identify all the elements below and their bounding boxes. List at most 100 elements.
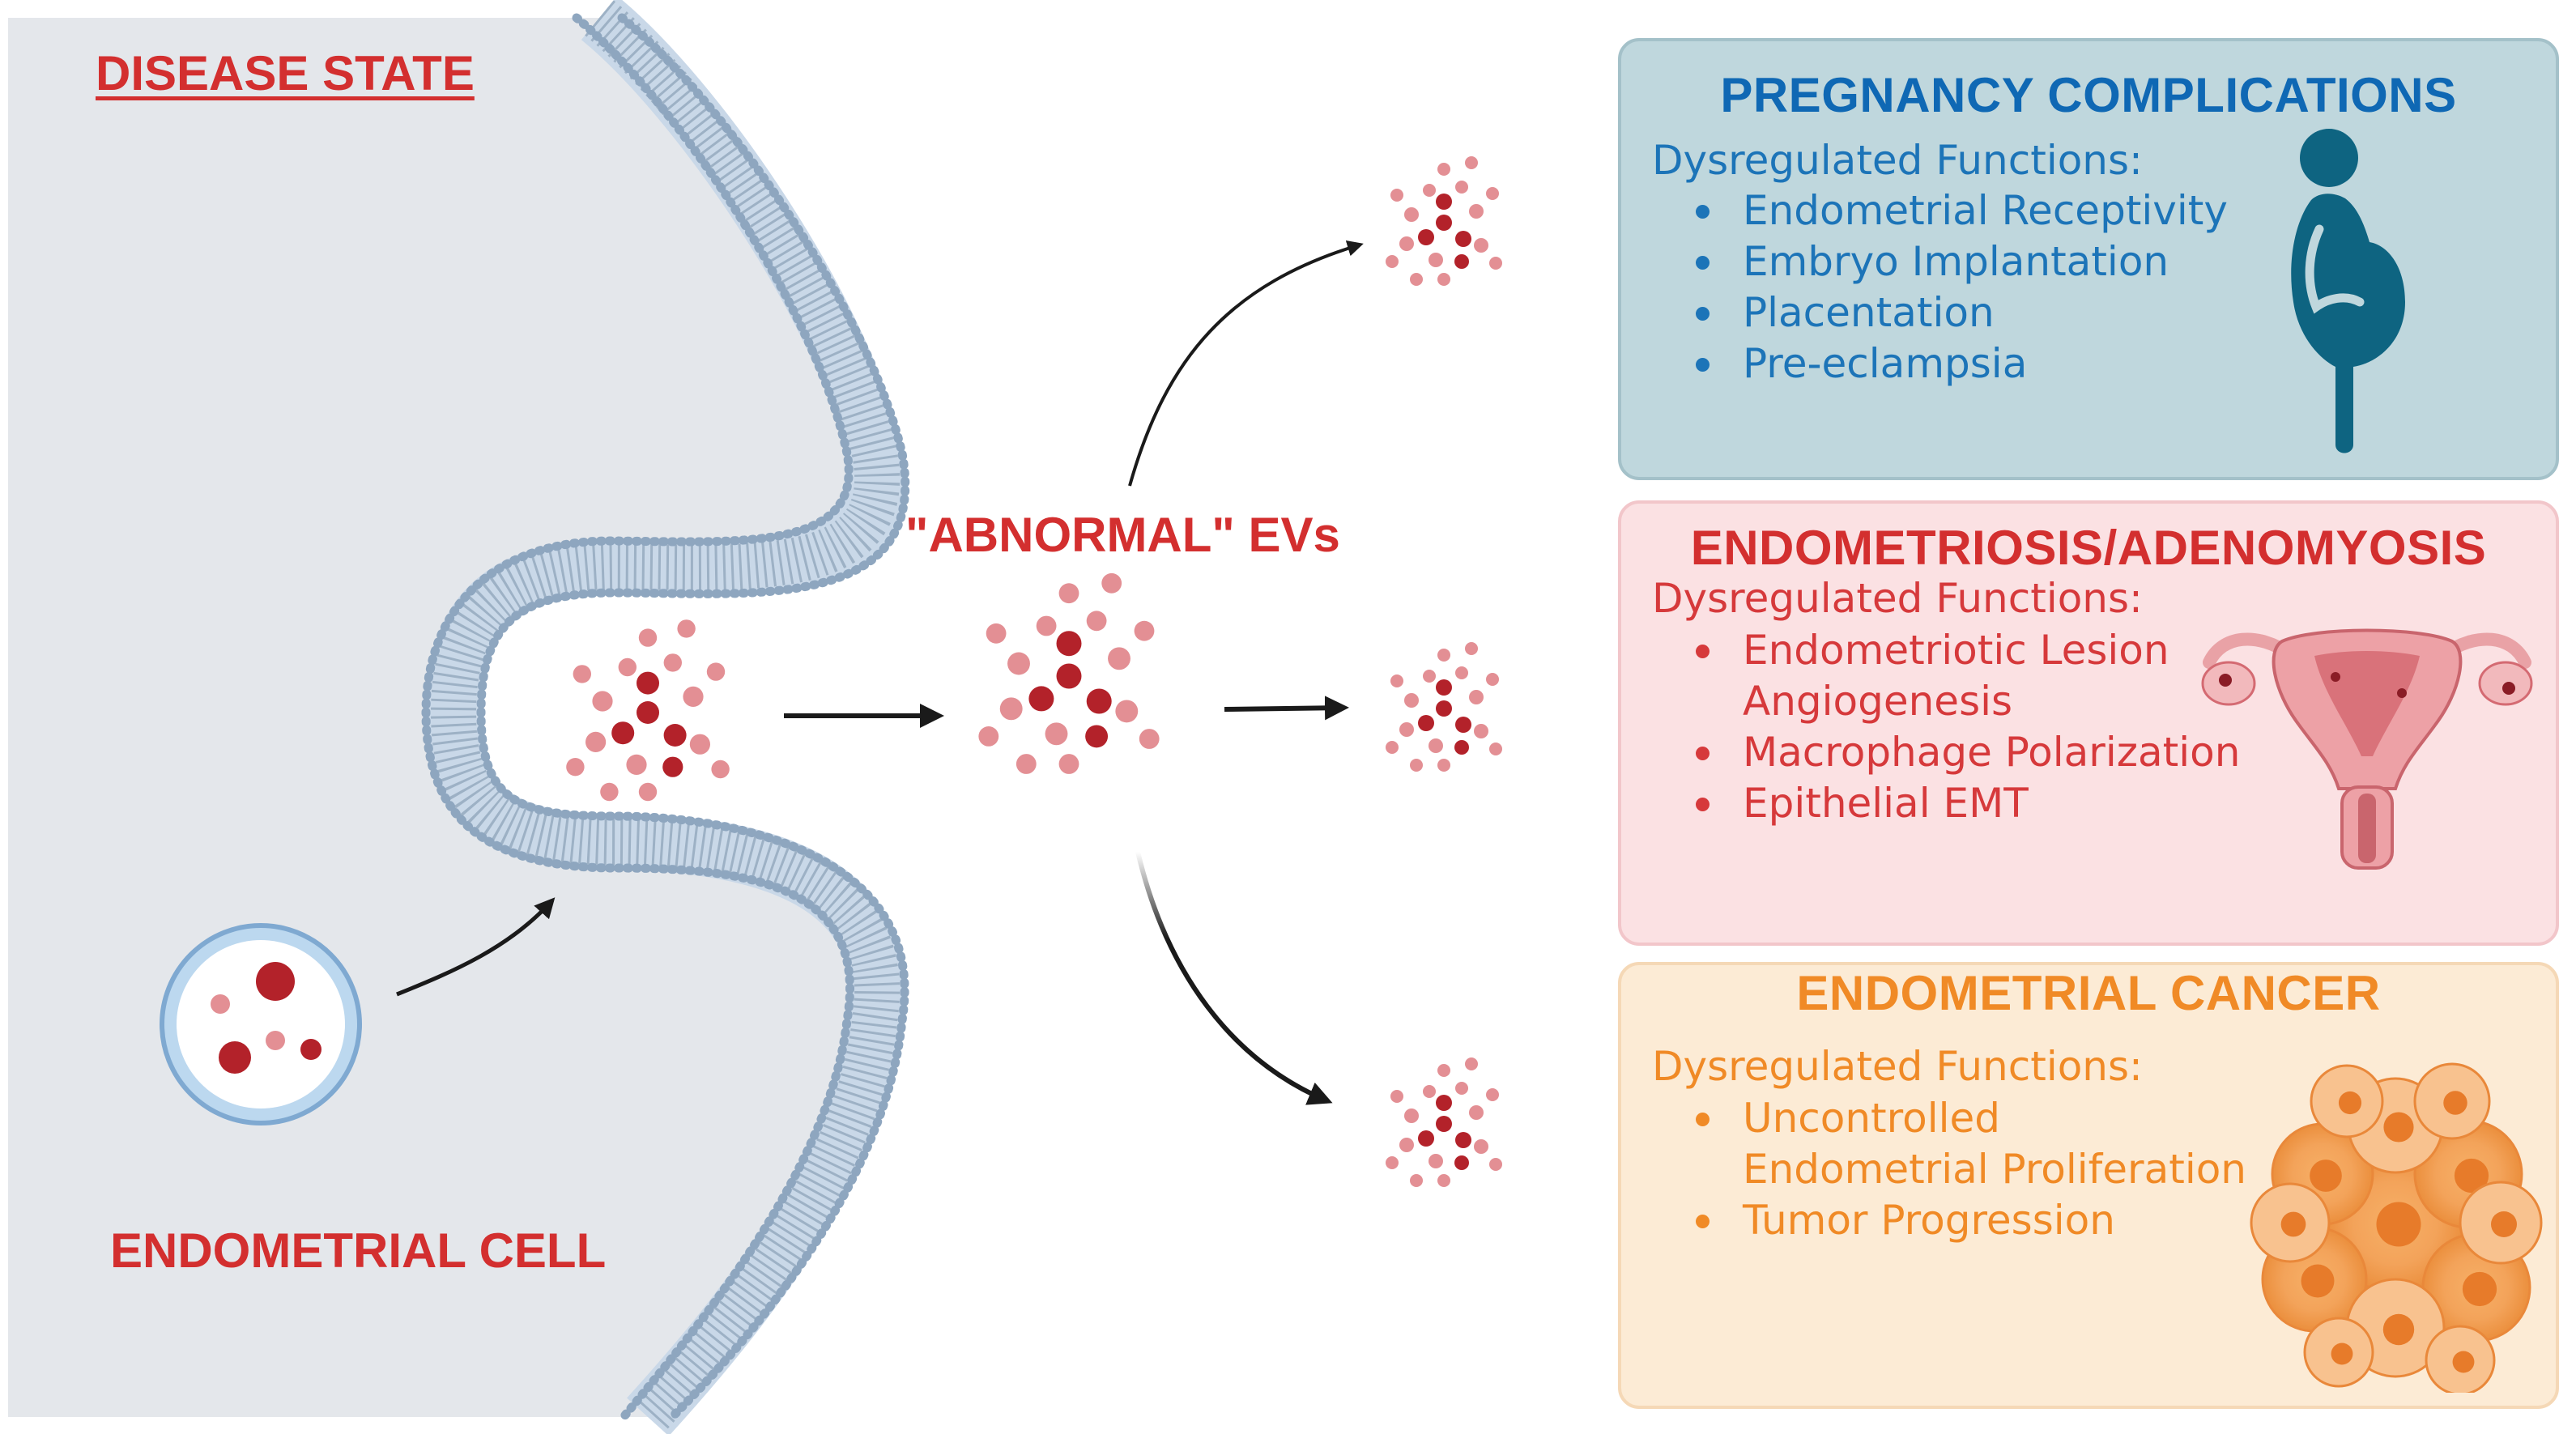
ev-released <box>1015 754 1037 774</box>
ev-budding <box>600 782 619 802</box>
ev-target-endometriosis <box>1489 743 1502 755</box>
panel-pregnancy-complications: PREGNANCY COMPLICATIONS Dysregulated Fun… <box>1618 38 2559 480</box>
ev-budding <box>573 665 591 683</box>
ev-target-pregnancy <box>1455 181 1468 194</box>
ev-budding <box>683 686 704 708</box>
tumor-cell-nucleus <box>2491 1211 2517 1237</box>
tumor-cell-nucleus <box>2280 1211 2306 1237</box>
ev-released <box>978 726 999 747</box>
ev-budding <box>626 754 647 776</box>
item-text: Endometrial Receptivity <box>1743 187 2228 234</box>
ev-target-cancer <box>1418 1130 1434 1147</box>
tumor-cell-nucleus <box>2376 1202 2421 1247</box>
ev-target-endometriosis <box>1410 759 1423 772</box>
ev-released <box>1036 615 1057 636</box>
ev-target-endometriosis <box>1437 759 1450 772</box>
ev-budding <box>637 671 659 695</box>
function-list: Endometrial Receptivity Embryo Implantat… <box>1652 185 2228 389</box>
panel-title: PREGNANCY COMPLICATIONS <box>1720 68 2457 122</box>
ev-target-cancer <box>1437 1174 1450 1187</box>
ev-target-pregnancy <box>1404 207 1419 222</box>
list-item: Embryo Implantation <box>1652 236 2228 287</box>
ev-target-pregnancy <box>1410 273 1423 286</box>
ev-target-endometriosis <box>1436 679 1452 696</box>
ev-target-cancer <box>1455 1132 1471 1148</box>
ev-target-cancer <box>1386 1156 1399 1169</box>
ev-target-cancer <box>1436 1116 1452 1132</box>
ev-released <box>986 623 1007 644</box>
ev-released <box>1045 722 1068 746</box>
ev-target-pregnancy <box>1437 163 1450 176</box>
ev-budding <box>711 760 730 779</box>
tumor-cell-nucleus <box>2452 1351 2475 1373</box>
ev-target-endometriosis <box>1386 741 1399 754</box>
panel-endometriosis-adenomyosis: ENDOMETRIOSIS/ADENOMYOSIS Dysregulated F… <box>1618 500 2559 946</box>
ev-budding <box>566 758 585 777</box>
item-text: Pre-eclampsia <box>1743 340 2028 387</box>
ev-target-pregnancy <box>1436 194 1452 210</box>
ev-budding <box>618 657 637 677</box>
ev-target-endometriosis <box>1429 738 1443 753</box>
ev-released <box>1007 652 1030 675</box>
tumor-cell-nucleus <box>2383 1112 2414 1143</box>
ev-released <box>1108 647 1130 670</box>
ev-budding <box>663 653 682 672</box>
item-text-continued: Endometrial Proliferation <box>1743 1146 2246 1193</box>
ev-target-cancer <box>1489 1158 1502 1171</box>
ev-budding <box>638 628 658 647</box>
list-item: Tumor Progression <box>1652 1195 2246 1246</box>
panel-title: ENDOMETRIOSIS/ADENOMYOSIS <box>1690 521 2487 575</box>
item-text: Placentation <box>1743 289 1995 336</box>
ev-target-pregnancy <box>1390 189 1403 202</box>
ev-target-pregnancy <box>1436 215 1452 231</box>
ev-target-pregnancy <box>1486 187 1499 200</box>
ev-released <box>1058 583 1079 604</box>
panel-subtitle: Dysregulated Functions: <box>1652 137 2143 184</box>
ev-released <box>1086 611 1107 632</box>
tumor-cell-nucleus <box>2331 1343 2353 1365</box>
ev-released <box>1056 631 1082 657</box>
item-text: Epithelial EMT <box>1743 780 2029 827</box>
ev-target-cancer <box>1390 1090 1403 1103</box>
ev-budding <box>689 734 711 755</box>
ev-budding <box>611 721 635 745</box>
ev-target-pregnancy <box>1418 229 1434 245</box>
ev-released <box>1101 572 1122 594</box>
panel-title: ENDOMETRIAL CANCER <box>1796 966 2381 1020</box>
ev-target-endometriosis <box>1455 717 1471 733</box>
list-item: Epithelial EMT <box>1652 778 2240 829</box>
ev-target-cancer <box>1423 1085 1436 1098</box>
uterus-icon <box>2201 628 2533 870</box>
list-item: Placentation <box>1652 287 2228 338</box>
arrow-to-pregnancy <box>1128 240 1364 487</box>
ev-target-endometriosis <box>1469 690 1484 704</box>
ev-target-pregnancy <box>1474 238 1488 253</box>
tumor-cell-nucleus <box>2443 1091 2467 1115</box>
ev-target-pregnancy <box>1469 204 1484 219</box>
arrow-mvb-to-membrane <box>396 897 556 997</box>
ev-target-endometriosis <box>1390 674 1403 687</box>
list-item: Endometrial Receptivity <box>1652 185 2228 236</box>
ev-target-endometriosis <box>1418 715 1434 731</box>
ev-target-cancer <box>1429 1154 1443 1168</box>
ev-budding <box>662 756 683 777</box>
ev-released <box>1086 688 1112 714</box>
tumor-cell-nucleus <box>2338 1091 2362 1115</box>
item-text: Endometriotic Lesion <box>1743 627 2169 674</box>
ev-target-cancer <box>1454 1155 1469 1170</box>
ev-released <box>1058 754 1079 774</box>
ev-target-cancer <box>1436 1095 1452 1111</box>
ev-target-cancer <box>1465 1057 1478 1070</box>
ev-target-cancer <box>1455 1082 1468 1095</box>
ev-target-endometriosis <box>1436 700 1452 717</box>
ev-target-pregnancy <box>1437 273 1450 286</box>
abnormal-evs-label: "ABNORMAL" EVs <box>905 508 1340 562</box>
tumor-cell-nucleus <box>2382 1313 2415 1346</box>
ev-target-cancer <box>1437 1064 1450 1077</box>
ev-target-endometriosis <box>1399 722 1414 737</box>
multivesicular-body <box>160 923 362 1125</box>
ev-target-endometriosis <box>1465 642 1478 655</box>
